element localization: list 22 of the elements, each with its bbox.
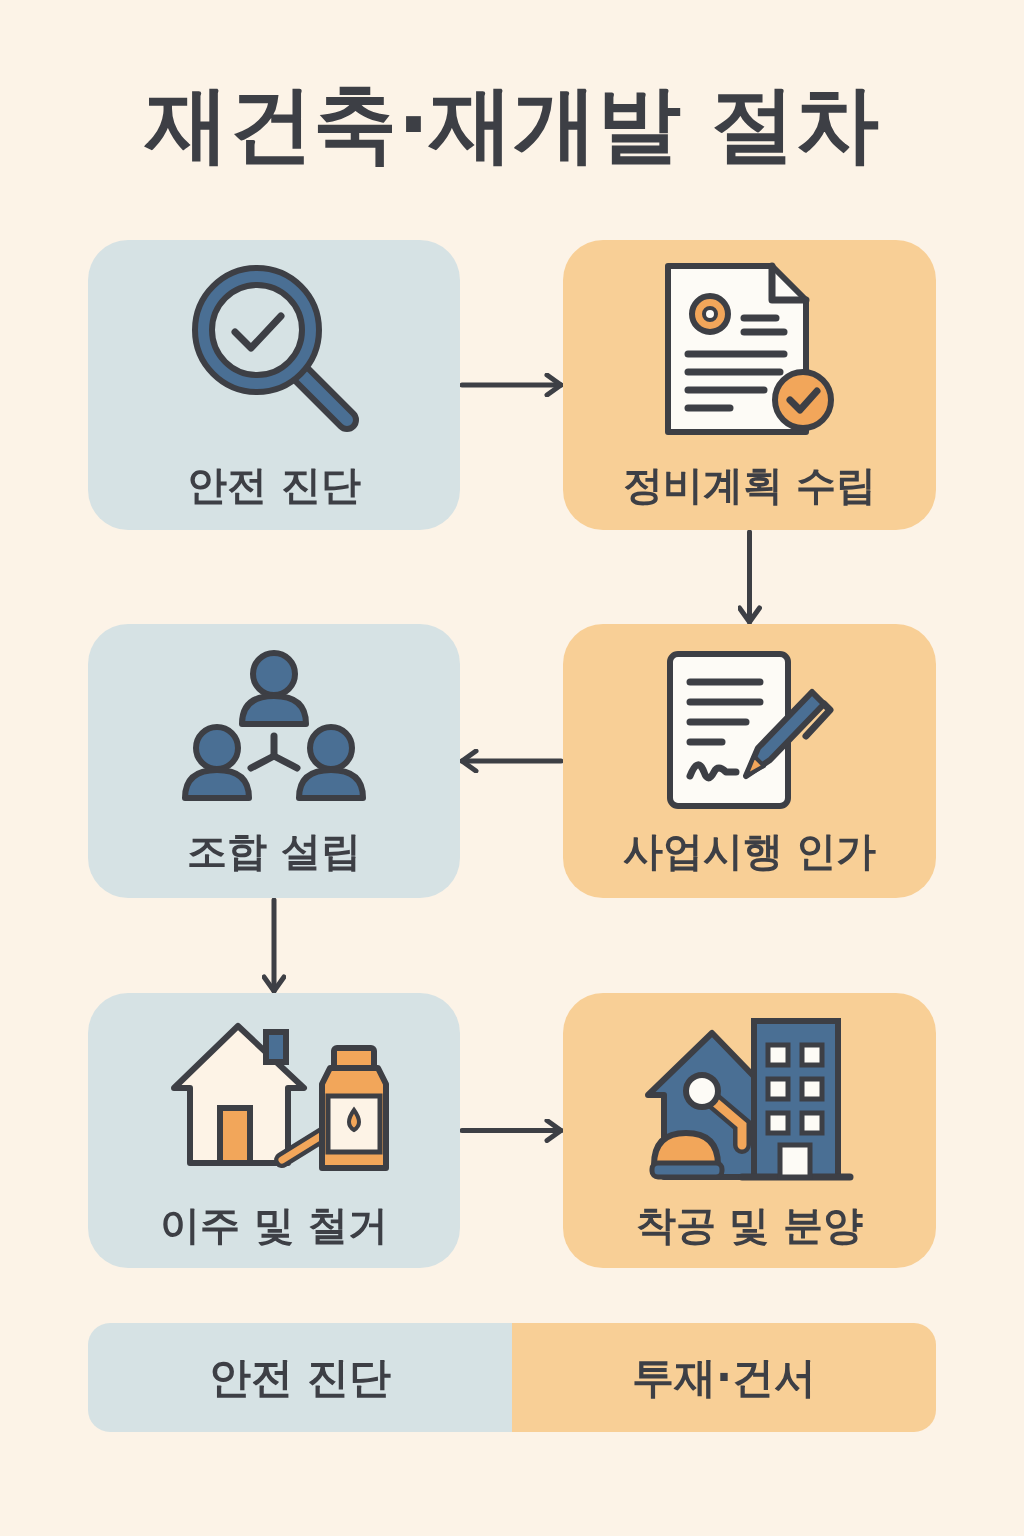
step-label: 사업시행 인가	[622, 828, 877, 874]
step-box	[88, 993, 460, 1268]
bar-label: 투재·건서	[632, 1353, 816, 1402]
bar-segment	[88, 1323, 512, 1432]
arrow	[459, 372, 564, 398]
step-label: 안전 진단	[187, 462, 361, 508]
step-box	[563, 240, 936, 530]
step-box	[563, 624, 936, 898]
arrow	[459, 748, 564, 774]
step-label: 정비계획 수립	[622, 462, 877, 508]
arrow	[261, 897, 287, 994]
step-label: 조합 설립	[187, 828, 361, 874]
title: 재건축·재개발 절차	[143, 74, 880, 175]
bar-segment	[512, 1323, 936, 1432]
step-box	[563, 993, 936, 1268]
step-label: 착공 및 분양	[635, 1202, 864, 1248]
step-box	[88, 240, 460, 530]
arrow	[459, 1118, 564, 1143]
bar-label: 안전 진단	[208, 1353, 392, 1402]
step-box	[88, 624, 460, 898]
arrow	[737, 529, 762, 625]
step-label: 이주 및 철거	[160, 1202, 388, 1248]
